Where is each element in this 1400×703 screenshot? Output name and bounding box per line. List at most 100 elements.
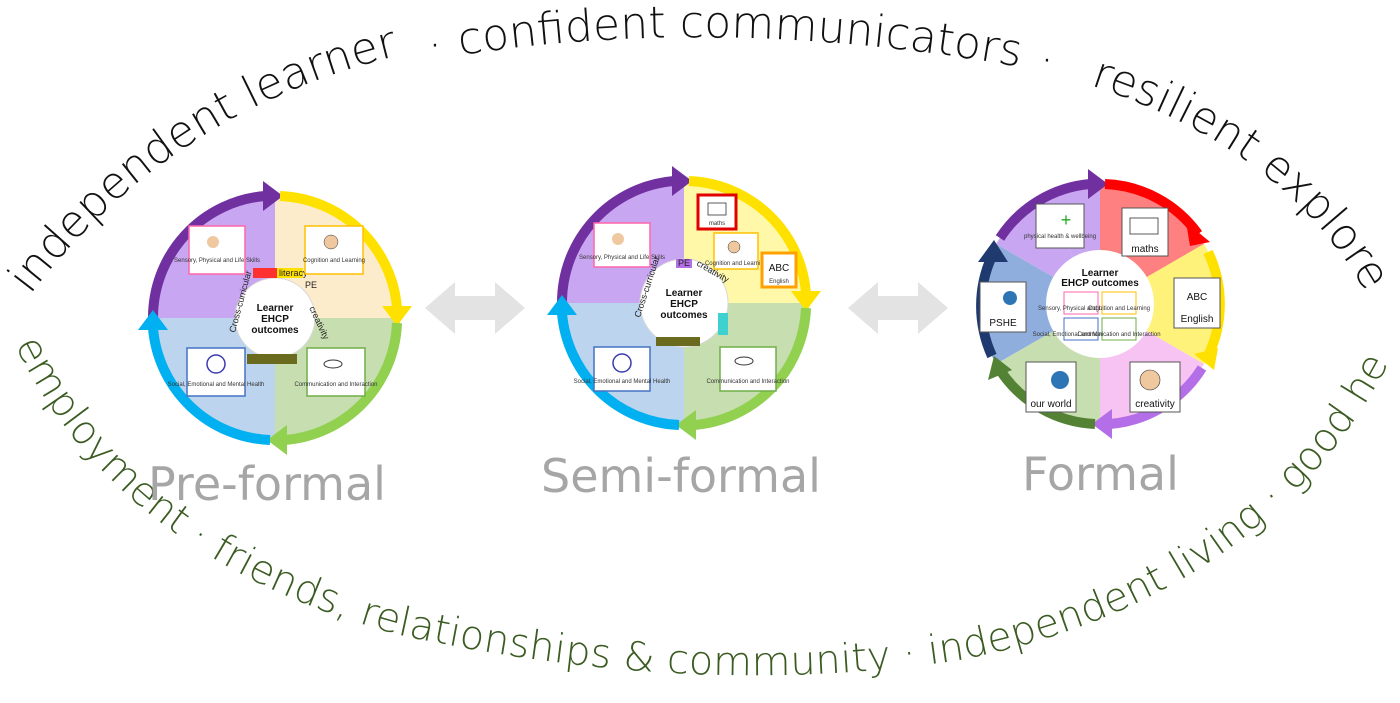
card-sensory: Sensory, Physical and Life Skills xyxy=(579,222,665,268)
stage-label-preformal: Pre-formal xyxy=(148,457,386,511)
arrow-arc-purple xyxy=(556,176,675,304)
hub-line-2: EHCP xyxy=(261,314,289,325)
card-social: Social, Emotional and Mental Health xyxy=(574,346,671,392)
ring-literacy-highlight xyxy=(253,268,277,278)
svg-text:maths: maths xyxy=(709,221,725,227)
segment-english xyxy=(1100,244,1221,364)
svg-text:Cognition and Learning: Cognition and Learning xyxy=(303,258,365,264)
stage-label-semiformal: Semi-formal xyxy=(541,449,821,503)
double-arrow-1 xyxy=(425,282,525,334)
arrow-arc-green xyxy=(284,322,402,445)
card-pshe: PSHE xyxy=(979,281,1027,333)
people-icon xyxy=(612,353,632,373)
semiformal-wheel: Learner EHCP outcomes Cross-curricular P… xyxy=(547,166,821,440)
arrow-head-violet xyxy=(1092,409,1112,439)
card-physical: physical health & wellbeing + xyxy=(1024,203,1096,249)
arrow-head-yellow xyxy=(1194,348,1218,370)
arrow-head-purple xyxy=(1088,169,1108,199)
double-arrow-2 xyxy=(848,282,948,334)
svg-text:PSHE: PSHE xyxy=(989,318,1017,329)
plus-icon: + xyxy=(1061,210,1072,230)
card-cognition: Cognition and Learning xyxy=(705,232,767,270)
sensory-icon xyxy=(207,236,219,248)
arrow-head-purple xyxy=(263,181,283,211)
abc-icon: ABC xyxy=(769,263,790,274)
ring-pe-highlight xyxy=(676,259,692,268)
card-maths: maths xyxy=(1121,207,1169,257)
arrow-arc-yellow xyxy=(688,176,811,294)
thinking-head-icon xyxy=(323,234,339,250)
stage-label-formal: Formal xyxy=(1022,447,1179,501)
outcome-confident-communicators: confident communicators xyxy=(454,0,1026,77)
svg-text:Cognition and Learning: Cognition and Learning xyxy=(1088,306,1150,312)
svg-text:our world: our world xyxy=(1030,399,1071,410)
ring-literacy2-highlight xyxy=(277,268,303,278)
arrow-head-blue xyxy=(138,310,168,330)
hub-line-1: Learner xyxy=(1082,268,1119,279)
card-cognition: Cognition and Learning xyxy=(303,225,365,275)
arrow-arc-purple xyxy=(147,191,266,319)
hub xyxy=(1046,250,1154,358)
arrow-head-green xyxy=(267,425,287,455)
card-maths: maths xyxy=(696,193,738,231)
sensory-icon xyxy=(612,233,624,245)
hub-line-3: outcomes xyxy=(251,325,299,336)
thinking-head-icon xyxy=(727,240,741,254)
separator-dot-1: · xyxy=(428,20,442,71)
svg-text:Communication and Interaction: Communication and Interaction xyxy=(706,379,789,385)
arrow-head-red xyxy=(1186,222,1210,246)
hub-line-1: Learner xyxy=(257,303,294,314)
arrow-head-green xyxy=(676,410,696,440)
arrow-arc-purple xyxy=(995,179,1091,241)
ring-literacy: literacy xyxy=(279,268,308,278)
arrow-arc-red xyxy=(1104,179,1203,237)
people-icon xyxy=(206,354,226,374)
maths-icon xyxy=(1129,217,1159,235)
arrow-head-purple xyxy=(672,166,692,196)
mini-card-communication: Communication and Interaction xyxy=(1077,317,1161,341)
hub-line-3: outcomes xyxy=(660,310,708,321)
card-social: Social, Emotional and Mental Health xyxy=(168,347,264,397)
arrow-head-blue xyxy=(547,295,577,315)
svg-text:creativity: creativity xyxy=(1135,399,1174,410)
abc-icon: ABC xyxy=(1187,292,1208,303)
svg-text:maths: maths xyxy=(1131,244,1158,255)
card-english: English ABC xyxy=(760,251,798,289)
separator-dot-2: · xyxy=(1040,35,1054,86)
maths-icon xyxy=(707,202,727,216)
svg-text:English: English xyxy=(1181,314,1214,325)
svg-text:physical health & wellbeing: physical health & wellbeing xyxy=(1024,234,1096,240)
svg-text:Social, Emotional and Mental H: Social, Emotional and Mental Health xyxy=(574,379,671,385)
ring-our-world-band xyxy=(247,354,297,364)
hub xyxy=(242,285,308,351)
svg-text:Social, Emotional and Mental H: Social, Emotional and Mental Health xyxy=(1033,332,1130,338)
card-communication: Communication and Interaction xyxy=(706,346,790,392)
svg-text:Cognition and Learning: Cognition and Learning xyxy=(705,261,767,267)
card-communication: Communication and Interaction xyxy=(294,347,378,397)
ring-pe: PE xyxy=(678,258,690,268)
svg-text:Sensory, Physical and Life Ski: Sensory, Physical and Life Skills xyxy=(1038,306,1124,312)
svg-text:Communication and Interaction: Communication and Interaction xyxy=(294,382,377,388)
svg-text:Sensory, Physical and Life Ski: Sensory, Physical and Life Skills xyxy=(579,255,665,261)
globe-icon-pshe xyxy=(1003,291,1017,305)
mini-card-social: Social, Emotional and Mental Health xyxy=(1033,317,1130,341)
arrow-arc-blue xyxy=(148,327,271,445)
card-english: ABC English xyxy=(1173,277,1221,329)
hub-line-2: EHCP outcomes xyxy=(1061,278,1139,289)
ring-pshe-highlight xyxy=(718,313,728,335)
ring-pe: PE xyxy=(305,280,317,290)
arrow-head-navy xyxy=(978,240,1008,262)
card-our-world: our world xyxy=(1025,361,1077,413)
card-creativity: creativity xyxy=(1129,361,1181,413)
svg-text:Communication and Interaction: Communication and Interaction xyxy=(1077,332,1160,338)
eye-mouth-icon xyxy=(323,359,343,369)
arrow-head-yellow xyxy=(382,306,412,326)
globe-icon xyxy=(1051,371,1069,389)
formal-wheel: Learner EHCP outcomes Sensory, Physical … xyxy=(976,169,1225,439)
arrow-head-yellow xyxy=(791,291,821,311)
arrow-head-green xyxy=(988,356,1012,380)
svg-text:Sensory, Physical and Life Ski: Sensory, Physical and Life Skills xyxy=(174,258,260,264)
thinking-head-icon xyxy=(1139,369,1161,391)
ring-our-world-band xyxy=(656,337,700,346)
